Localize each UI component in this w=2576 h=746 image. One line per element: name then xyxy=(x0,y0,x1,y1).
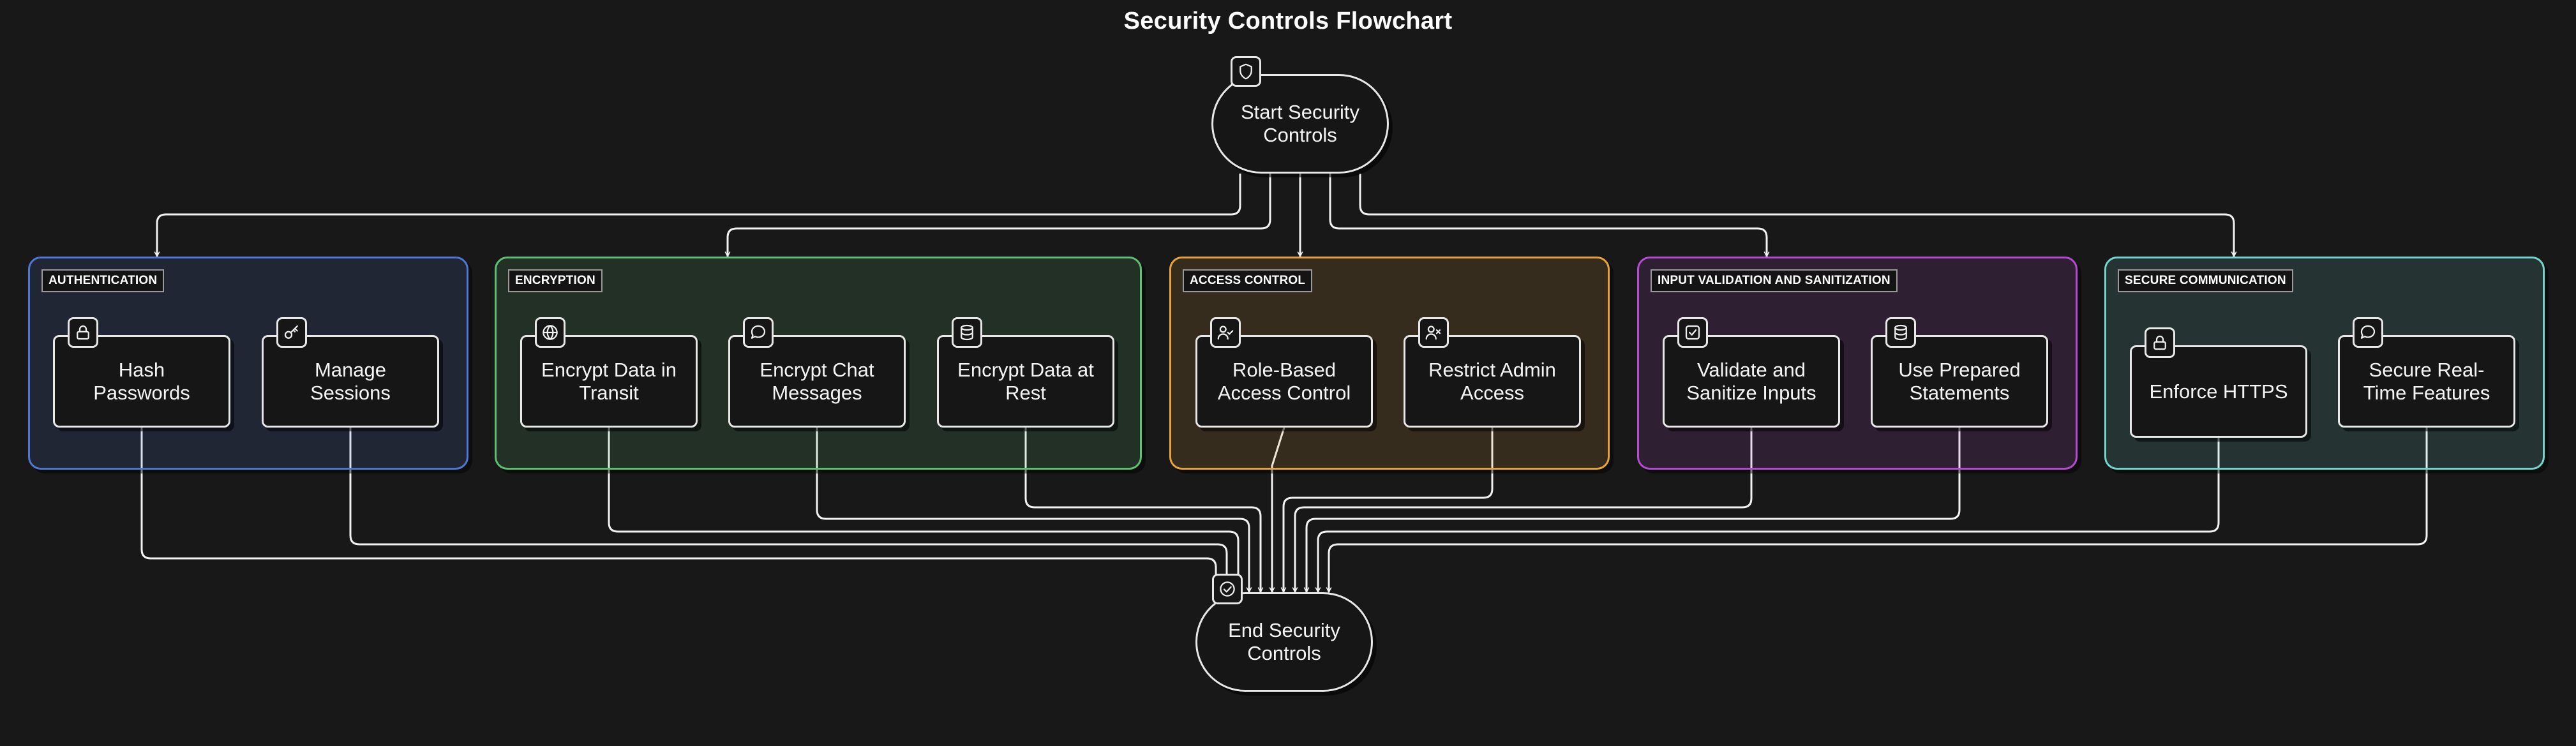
chat-bubble-icon xyxy=(743,317,774,348)
node-enforce-https[interactable]: Enforce HTTPS xyxy=(2130,345,2307,438)
connector-arrow xyxy=(157,174,1241,257)
shield-icon xyxy=(1231,56,1261,87)
node-validate-and-sanitize-inputs[interactable]: Validate and Sanitize Inputs xyxy=(1663,335,1840,428)
node-encrypt-data-at-rest[interactable]: Encrypt Data at Rest xyxy=(937,335,1114,428)
node-secure-real-time-features[interactable]: Secure Real- Time Features xyxy=(2338,335,2515,428)
group-label: ACCESS CONTROL xyxy=(1183,269,1313,292)
node-hash-passwords[interactable]: Hash Passwords xyxy=(53,335,230,428)
chat-bubble-icon xyxy=(2353,317,2383,348)
group-label: ENCRYPTION xyxy=(508,269,603,292)
group-label: INPUT VALIDATION AND SANITIZATION xyxy=(1651,269,1898,292)
globe-icon xyxy=(535,317,565,348)
node-encrypt-data-in-transit[interactable]: Encrypt Data in Transit xyxy=(520,335,698,428)
user-check-icon xyxy=(1210,317,1241,348)
node-role-based-access-control[interactable]: Role-Based Access Control xyxy=(1195,335,1373,428)
connector-arrow xyxy=(349,428,1227,592)
group-label: AUTHENTICATION xyxy=(41,269,165,292)
connector-arrow xyxy=(1295,428,1753,592)
node-manage-sessions[interactable]: Manage Sessions xyxy=(262,335,439,428)
database-icon xyxy=(1885,317,1916,348)
connector-arrow xyxy=(1307,428,1961,592)
checkbox-icon xyxy=(1677,317,1708,348)
connector-arrow xyxy=(728,174,1271,257)
connector-arrow xyxy=(1272,427,1285,592)
group-label: SECURE COMMUNICATION xyxy=(2118,269,2293,292)
connector-arrow xyxy=(608,428,1238,592)
connector-arrow xyxy=(1329,174,1767,257)
lock-icon xyxy=(2145,327,2175,358)
check-circle-icon xyxy=(1212,574,1243,604)
connector-arrow xyxy=(1318,438,2220,592)
start-node[interactable]: Start Security Controls xyxy=(1211,74,1389,174)
connector-arrow xyxy=(816,428,1249,592)
connector-arrow xyxy=(140,428,1216,592)
user-x-icon xyxy=(1418,317,1449,348)
connector-arrow xyxy=(1359,174,2234,257)
lock-icon xyxy=(68,317,98,348)
node-encrypt-chat-messages[interactable]: Encrypt Chat Messages xyxy=(728,335,906,428)
key-icon xyxy=(276,317,307,348)
diagram-title: Security Controls Flowchart xyxy=(1123,8,1453,34)
end-node[interactable]: End Security Controls xyxy=(1195,592,1373,692)
connector-arrow xyxy=(1024,428,1261,592)
connector-arrow xyxy=(1329,428,2428,592)
node-restrict-admin-access[interactable]: Restrict Admin Access xyxy=(1404,335,1581,428)
node-use-prepared-statements[interactable]: Use Prepared Statements xyxy=(1871,335,2048,428)
connector-arrow xyxy=(1284,428,1494,592)
database-icon xyxy=(952,317,982,348)
